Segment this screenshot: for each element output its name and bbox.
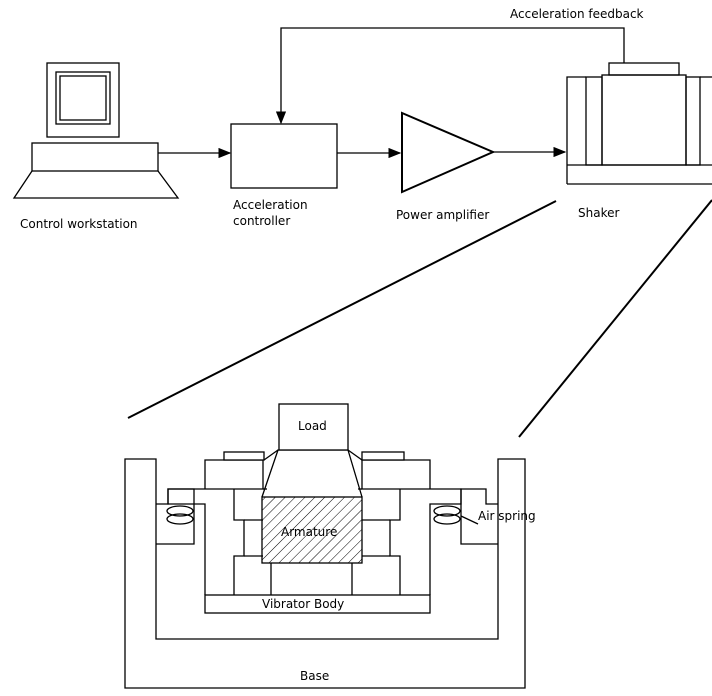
armature-head-left-rim xyxy=(263,449,279,461)
acceleration-feedback-label: Acceleration feedback xyxy=(510,7,644,21)
inner-left-step xyxy=(233,489,245,595)
armature-legs xyxy=(270,563,353,595)
power-amplifier-label: Power amplifier xyxy=(396,208,489,222)
base-outline xyxy=(124,458,526,689)
armature-head xyxy=(261,449,363,498)
vibrator-body-plate xyxy=(204,594,431,614)
left-top-plate xyxy=(223,451,265,461)
load-label: Load xyxy=(298,419,327,433)
inner-right-step xyxy=(389,489,401,595)
right-top-plate xyxy=(361,451,405,461)
acceleration-feedback-line xyxy=(275,27,625,125)
armature-label: Armature xyxy=(281,525,337,539)
control-workstation-icon xyxy=(12,62,180,199)
acceleration-controller-label-line2: controller xyxy=(233,214,290,228)
acceleration-controller-label-line1: Acceleration xyxy=(233,198,308,212)
acceleration-controller-box xyxy=(230,123,338,189)
armature-block xyxy=(261,496,363,564)
air-spring-label: Air spring xyxy=(478,509,536,523)
zoom-line-left xyxy=(127,200,557,419)
armature-head-right-rim xyxy=(347,449,363,461)
right-air-spring xyxy=(433,505,461,525)
vibrator-body-frame xyxy=(167,459,264,595)
shaker-icon xyxy=(566,62,712,185)
vibrator-body-frame-right xyxy=(361,459,462,595)
shaker-label: Shaker xyxy=(578,206,619,220)
zoom-line-right xyxy=(518,199,712,438)
right-spring-bracket xyxy=(460,488,498,545)
base-label: Base xyxy=(300,669,329,683)
power-amplifier-triangle xyxy=(401,111,496,194)
air-spring-leader xyxy=(460,515,479,525)
left-spring-bracket xyxy=(156,488,195,545)
control-workstation-label: Control workstation xyxy=(20,217,138,231)
vibrator-body-label: Vibrator Body xyxy=(262,597,344,611)
left-air-spring xyxy=(166,505,194,525)
load-block xyxy=(278,403,349,451)
